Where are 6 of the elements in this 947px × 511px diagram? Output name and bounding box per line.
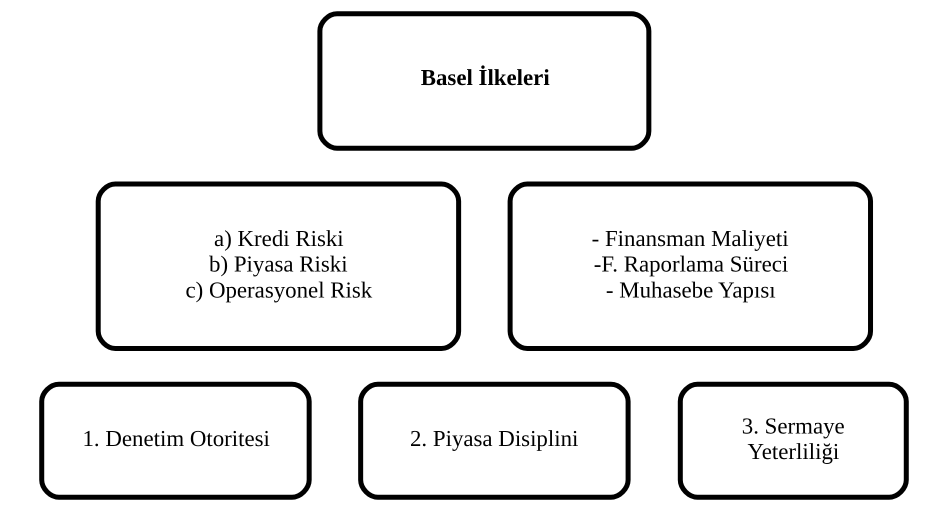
node-box: Basel İlkeleri xyxy=(316,11,651,151)
node-box: 2. Piyasa Disiplini xyxy=(358,382,630,500)
node-box: - Finansman Maliyeti -F. Raporlama Süreci - Muhasebe Yapısı xyxy=(507,181,873,351)
node-box: 3. Sermaye Yeterliliği xyxy=(677,382,908,500)
node-box: a) Kredi Riski b) Piyasa Riski c) Operasyonel Risk xyxy=(95,181,461,351)
node-box: 1. Denetim Otoritesi xyxy=(38,382,312,500)
